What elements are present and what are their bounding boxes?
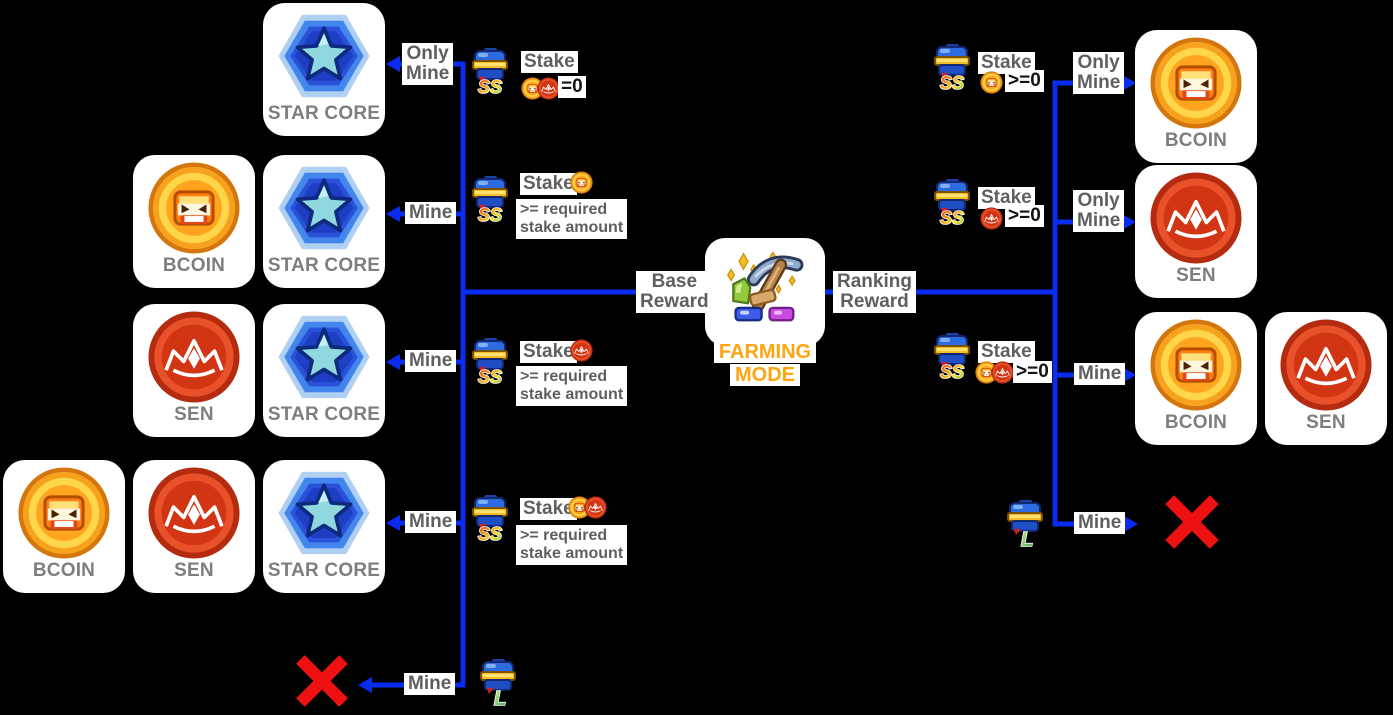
- stake-label-right-2: Stake: [978, 187, 1035, 209]
- node-label: STAR CORE: [267, 404, 381, 425]
- hero-ss-icon-right-2: [931, 179, 975, 227]
- sen-mini-icon: [980, 207, 1003, 230]
- farming-mode-title-line2: MODE: [730, 364, 800, 386]
- node-label: STAR CORE: [267, 103, 381, 124]
- stake-coin-pair-left-1: [521, 77, 560, 100]
- node-bcoin-right1: BCOIN: [1135, 30, 1257, 163]
- node-star-core-row1: STAR CORE: [263, 3, 385, 136]
- stake-requirement-left-4: >= required stake amount: [516, 525, 628, 565]
- edge-label-mine-left-5: Mine: [404, 673, 456, 695]
- stake-amount-right-1: >=0: [1005, 70, 1044, 92]
- node-farming-mode: [705, 238, 825, 346]
- hero-ss-icon-right-3: [931, 333, 975, 381]
- arrowhead-left-5: [358, 677, 372, 693]
- node-bcoin-row4: BCOIN: [3, 460, 125, 593]
- stake-label-left-2: Stake: [520, 173, 577, 195]
- stake-amount-right-2: >=0: [1005, 205, 1044, 227]
- hero-ss-icon-left-3: [469, 338, 513, 386]
- edge-label-base-reward: Base Reward: [636, 271, 713, 313]
- hero-ss-icon-left-2: [469, 176, 513, 224]
- star-core-icon: [277, 310, 371, 404]
- node-label: BCOIN: [1164, 412, 1228, 433]
- node-label: SEN: [174, 560, 214, 581]
- node-label: SEN: [1176, 265, 1216, 286]
- star-core-icon: [277, 9, 371, 103]
- node-label: BCOIN: [32, 560, 96, 581]
- bcoin-icon: [17, 466, 111, 560]
- stake-requirement-left-2: >= required stake amount: [516, 199, 628, 239]
- stake-coin-pair-left-4: [568, 496, 607, 519]
- farming-mode-icon: [722, 249, 808, 335]
- no-reward-cross-right: [1161, 489, 1223, 555]
- node-label: STAR CORE: [267, 255, 381, 276]
- arrowhead-right-1: [1122, 75, 1136, 91]
- node-sen-row4: SEN: [133, 460, 255, 593]
- stake-coin-pair-right-3: [975, 361, 1014, 384]
- edge-label-only-mine-right-2: Only Mine: [1073, 190, 1125, 232]
- sen-icon: [147, 310, 241, 404]
- star-core-icon: [277, 161, 371, 255]
- edge-label-ranking-reward: Ranking Reward: [833, 271, 916, 313]
- edge-label-mine-right-4: Mine: [1074, 512, 1126, 534]
- edge-label-mine-left-3: Mine: [405, 350, 457, 372]
- bcoin-mini-icon: [980, 71, 1003, 94]
- edge-label-mine-right-3: Mine: [1074, 363, 1126, 385]
- stake-requirement-left-3: >= required stake amount: [516, 366, 628, 406]
- hero-ss-icon-left-1: [469, 48, 513, 96]
- bcoin-icon: [1149, 36, 1243, 130]
- sen-mini-icon: [537, 77, 560, 100]
- sen-mini-icon: [570, 339, 593, 362]
- hero-ss-icon-left-4: [469, 495, 513, 543]
- edge-label-mine-left-2: Mine: [405, 202, 457, 224]
- node-bcoin-right3: BCOIN: [1135, 312, 1257, 445]
- stake-amount-left-1: =0: [558, 76, 586, 98]
- stake-label-left-1: Stake: [521, 51, 578, 73]
- stake-label-right-1: Stake: [978, 52, 1035, 74]
- node-label: SEN: [174, 404, 214, 425]
- edge-label-mine-left-4: Mine: [405, 511, 457, 533]
- arrowhead-left-2: [386, 206, 400, 222]
- arrowhead-left-1: [386, 56, 400, 72]
- bcoin-icon: [1149, 318, 1243, 412]
- node-sen-row3: SEN: [133, 304, 255, 437]
- farming-mode-title-line1: FARMING: [713, 341, 817, 363]
- star-core-icon: [277, 466, 371, 560]
- sen-icon: [147, 466, 241, 560]
- stake-label-left-3: Stake: [520, 341, 577, 363]
- arrowhead-right-4: [1124, 516, 1138, 532]
- node-label: STAR CORE: [267, 560, 381, 581]
- sen-icon: [1279, 318, 1373, 412]
- stake-amount-right-3: >=0: [1013, 361, 1052, 383]
- stake-label-left-4: Stake: [520, 498, 577, 520]
- bcoin-icon: [147, 161, 241, 255]
- hero-ss-icon-right-1: [931, 44, 975, 92]
- sen-mini-icon: [991, 361, 1014, 384]
- stake-label-right-3: Stake: [978, 341, 1035, 363]
- edge-label-only-mine-left-1: Only Mine: [402, 43, 454, 85]
- wire-right-trunk: [1052, 80, 1133, 527]
- node-label: BCOIN: [162, 255, 226, 276]
- hero-l-icon-left: [477, 659, 521, 707]
- farming-mode-title: FARMING MODE: [690, 341, 840, 386]
- edge-label-only-mine-right-1: Only Mine: [1073, 52, 1125, 94]
- arrowhead-left-3: [386, 354, 400, 370]
- node-sen-right2: SEN: [1135, 165, 1257, 298]
- hero-l-icon-right: [1004, 500, 1048, 548]
- sen-icon: [1149, 171, 1243, 265]
- node-star-core-row4: STAR CORE: [263, 460, 385, 593]
- node-star-core-row2: STAR CORE: [263, 155, 385, 288]
- node-label: SEN: [1306, 412, 1346, 433]
- node-bcoin-row2: BCOIN: [133, 155, 255, 288]
- node-sen-right3: SEN: [1265, 312, 1387, 445]
- no-reward-cross-left: [289, 651, 355, 711]
- node-label: BCOIN: [1164, 130, 1228, 151]
- sen-mini-icon: [584, 496, 607, 519]
- bcoin-mini-icon: [570, 171, 593, 194]
- arrowhead-left-4: [386, 515, 400, 531]
- arrowhead-right-3: [1122, 367, 1136, 383]
- node-star-core-row3: STAR CORE: [263, 304, 385, 437]
- arrowhead-right-2: [1122, 214, 1136, 230]
